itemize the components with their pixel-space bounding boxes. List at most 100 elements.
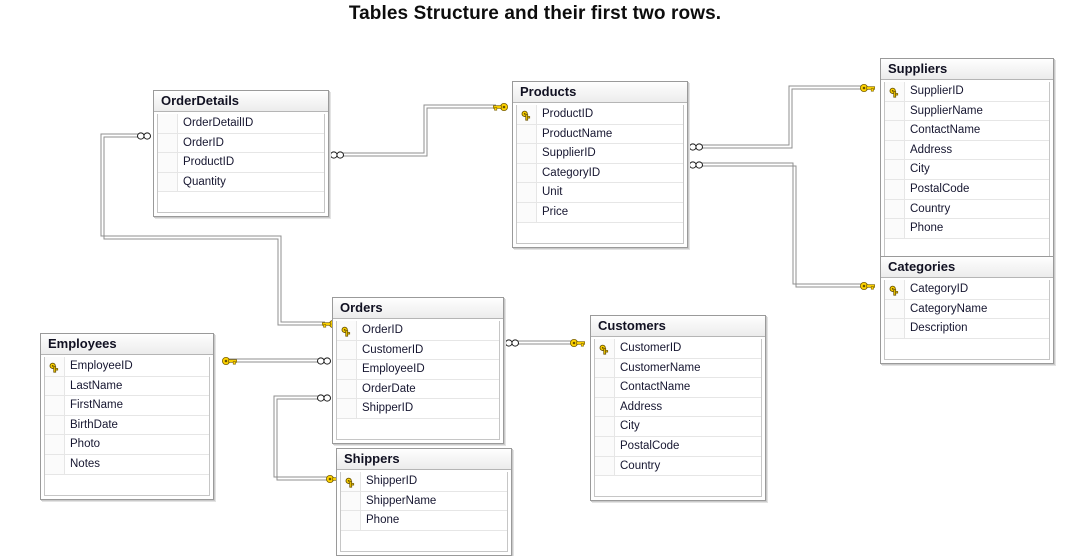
field-name: CustomerName [620, 361, 701, 374]
field-name: ProductID [542, 108, 594, 120]
key-icon [345, 476, 356, 488]
connector-orders-orderdetails[interactable] [100, 133, 325, 326]
field-row[interactable]: FirstName [45, 396, 209, 416]
field-name: ShipperID [362, 402, 414, 415]
connector-shippers-orders[interactable] [273, 395, 332, 481]
connector-suppliers-products[interactable] [697, 85, 866, 149]
field-name: ShipperID [366, 475, 418, 487]
field-name: EmployeeID [70, 360, 133, 372]
field-name: Description [910, 322, 968, 335]
field-name: Country [910, 202, 951, 215]
field-row[interactable]: ProductName [517, 124, 683, 145]
field-row[interactable]: Description [885, 319, 1049, 339]
field-name: City [910, 163, 930, 176]
key-icon [49, 361, 60, 373]
field-name: OrderID [183, 136, 224, 149]
field-row[interactable]: Address [595, 397, 761, 418]
field-row[interactable]: CategoryID [885, 280, 1049, 300]
field-row[interactable]: Address [885, 140, 1049, 161]
field-row[interactable]: CustomerID [337, 340, 499, 361]
field-row[interactable]: Notes [45, 454, 209, 475]
field-row[interactable]: CategoryID [517, 163, 683, 184]
field-row[interactable]: CategoryName [885, 299, 1049, 320]
table-footer-row [885, 338, 1049, 359]
field-row[interactable]: ContactName [885, 121, 1049, 141]
endpoint-many-orders-customerid [505, 339, 519, 347]
field-row[interactable]: ShipperName [341, 491, 507, 512]
connector-products-orderdetails[interactable] [338, 104, 496, 157]
table-title-orders: Orders [333, 298, 503, 319]
field-name: PostalCode [620, 439, 680, 452]
field-gutter [885, 140, 905, 160]
field-row[interactable]: Unit [517, 183, 683, 203]
field-name: Quantity [183, 175, 226, 188]
field-name: Unit [542, 186, 563, 199]
field-name: FirstName [70, 399, 124, 412]
field-gutter [517, 163, 537, 183]
field-row[interactable]: BirthDate [45, 415, 209, 436]
field-row[interactable]: SupplierID [885, 82, 1049, 102]
field-row[interactable]: LastName [45, 376, 209, 397]
field-name: SupplierID [910, 85, 964, 97]
field-row[interactable]: CustomerName [595, 358, 761, 379]
field-row[interactable]: ShipperID [337, 399, 499, 419]
field-row[interactable]: Country [595, 456, 761, 477]
field-row[interactable]: Photo [45, 435, 209, 455]
field-gutter [885, 160, 905, 179]
field-gutter [885, 219, 905, 238]
field-name: Photo [70, 438, 101, 451]
field-gutter [45, 376, 65, 396]
field-row[interactable]: Quantity [158, 172, 324, 193]
field-row[interactable]: OrderDetailID [158, 114, 324, 134]
key-icon [889, 284, 900, 296]
field-name: Country [620, 459, 661, 472]
field-gutter [158, 153, 178, 172]
connector-employees-orders[interactable] [228, 358, 325, 363]
field-row[interactable]: SupplierID [517, 144, 683, 164]
field-row[interactable]: Country [885, 199, 1049, 220]
table-title-employees: Employees [41, 334, 213, 355]
connector-customers-orders[interactable] [513, 340, 576, 345]
field-gutter [885, 121, 905, 140]
field-row[interactable]: ProductID [517, 105, 683, 125]
field-name: CategoryID [910, 283, 969, 295]
field-row[interactable]: Phone [341, 511, 507, 531]
field-gutter [517, 183, 537, 202]
table-fields-orderdetails: OrderDetailID OrderID ProductID Quantity [157, 114, 325, 214]
key-icon [599, 343, 610, 355]
field-row[interactable]: OrderID [158, 133, 324, 154]
field-gutter [595, 397, 615, 417]
field-row[interactable]: SupplierName [885, 101, 1049, 122]
connector-categories-products[interactable] [697, 162, 866, 288]
field-row[interactable]: Price [517, 202, 683, 223]
table-footer-row [517, 222, 683, 243]
field-row[interactable]: PostalCode [885, 179, 1049, 200]
field-row[interactable]: OrderDate [337, 379, 499, 400]
field-row[interactable]: EmployeeID [337, 360, 499, 380]
footer-gutter [885, 238, 904, 259]
table-title-shippers: Shippers [337, 449, 511, 470]
field-row[interactable]: EmployeeID [45, 357, 209, 377]
field-row[interactable]: ContactName [595, 378, 761, 398]
field-row[interactable]: City [595, 417, 761, 437]
field-row[interactable]: ShipperID [341, 472, 507, 492]
field-row[interactable]: City [885, 160, 1049, 180]
field-row[interactable]: Phone [885, 219, 1049, 239]
field-row[interactable]: ProductID [158, 153, 324, 173]
field-row[interactable]: CustomerID [595, 339, 761, 359]
field-row[interactable]: OrderID [337, 321, 499, 341]
field-name: ContactName [910, 124, 981, 137]
field-gutter [337, 399, 357, 418]
field-gutter [337, 379, 357, 399]
endpoint-key-categories-categoryid [859, 281, 876, 291]
field-row[interactable]: PostalCode [595, 436, 761, 457]
